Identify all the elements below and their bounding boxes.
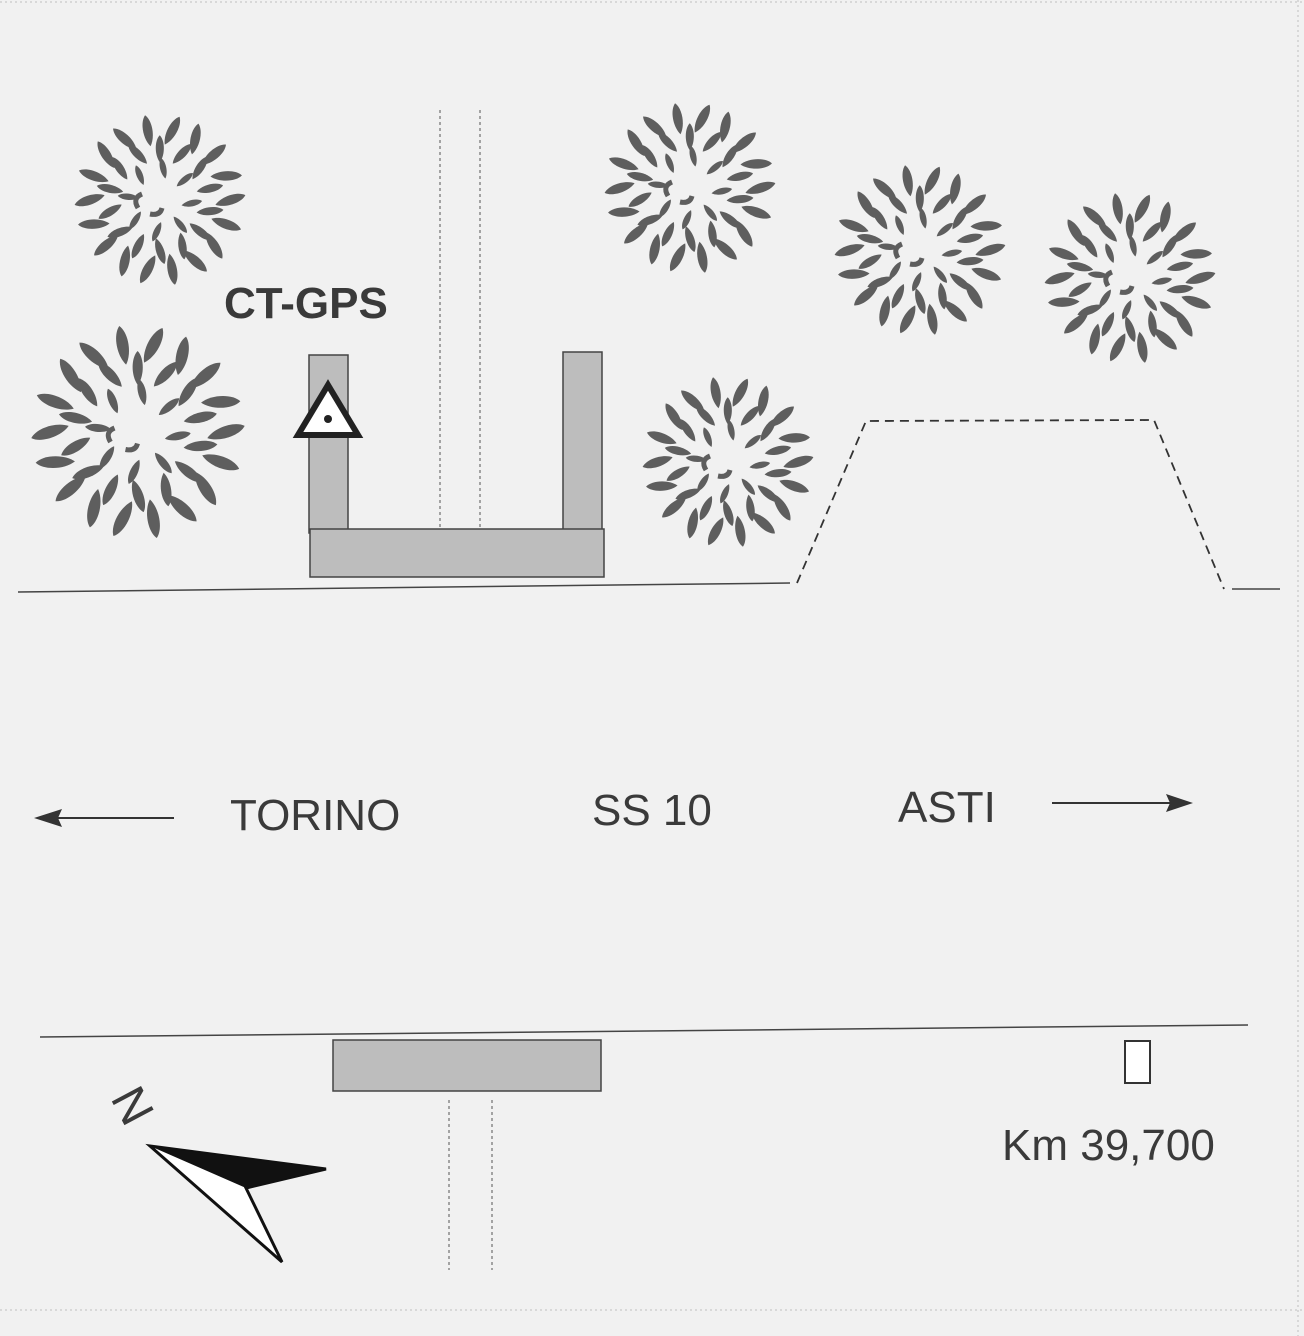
road-edge-north: [17, 582, 791, 593]
embankment-outline: [796, 419, 1225, 590]
east-destination-label: ASTI: [898, 783, 996, 832]
road-edge-south: [39, 1024, 1249, 1038]
survey-point-triangle-icon: [292, 379, 364, 438]
road-name-label: SS 10: [592, 786, 712, 835]
tree-icon: [833, 164, 1007, 336]
side-road-south: [448, 1100, 493, 1270]
tree-icon: [29, 324, 247, 540]
tree-icon: [603, 102, 777, 274]
trees: [29, 102, 1217, 548]
direction-arrow-east-icon: [1052, 794, 1193, 812]
kilometer-marker-label: Km 39,700: [1002, 1121, 1215, 1170]
north-arrow-icon: [145, 1143, 327, 1264]
tree-icon: [1043, 192, 1217, 364]
west-destination-label: TORINO: [230, 791, 400, 840]
tree-icon: [73, 114, 247, 286]
kilometer-post-icon: [1124, 1040, 1151, 1084]
direction-arrow-west-icon: [34, 809, 174, 827]
side-road-north: [439, 110, 481, 530]
u-shaped-building: [308, 351, 605, 578]
tree-icon: [641, 376, 815, 548]
station-label: CT-GPS: [224, 279, 388, 328]
south-building: [332, 1039, 602, 1092]
north-label: N: [100, 1078, 163, 1133]
